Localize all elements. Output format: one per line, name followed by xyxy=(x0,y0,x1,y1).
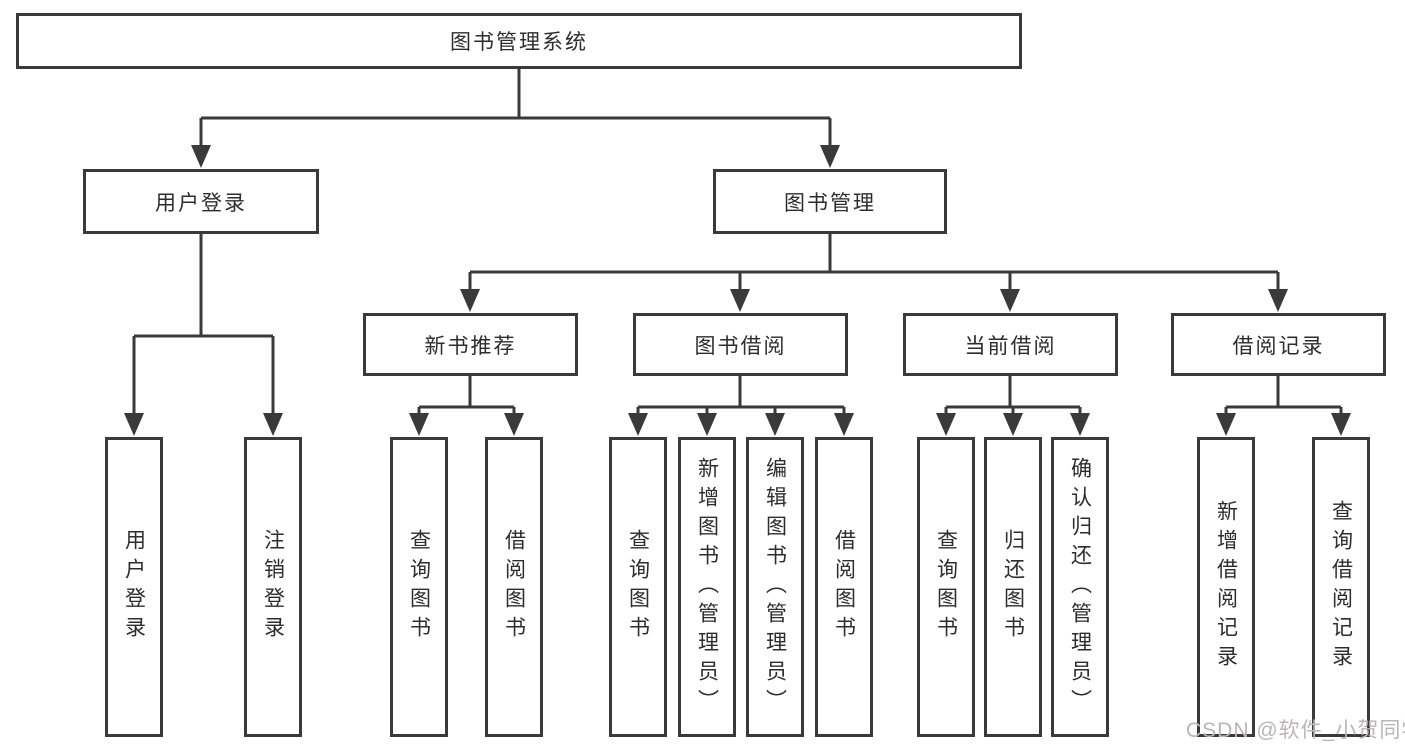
node-label: 查询借阅记录 xyxy=(1329,500,1353,674)
node-label: 新增借阅记录 xyxy=(1214,500,1238,674)
node-logout-leaf: 注销登录 xyxy=(244,437,302,737)
node-query-books-recommend: 查询图书 xyxy=(390,437,448,737)
node-library-management-system: 图书管理系统 xyxy=(16,13,1022,69)
node-add-books-admin: 新增图书（管理员） xyxy=(678,437,736,737)
node-label: 确认归还（管理员） xyxy=(1068,456,1092,718)
node-label: 新增图书（管理员） xyxy=(695,456,719,718)
node-label: 查询图书 xyxy=(626,529,650,645)
node-add-borrow-record: 新增借阅记录 xyxy=(1197,437,1255,737)
node-label: 借阅图书 xyxy=(832,529,856,645)
node-query-books-borrowing: 查询图书 xyxy=(609,437,667,737)
node-borrowing-records: 借阅记录 xyxy=(1171,313,1386,376)
node-label: 编辑图书（管理员） xyxy=(763,456,787,718)
node-book-borrowing: 图书借阅 xyxy=(633,313,848,376)
node-query-borrow-record: 查询借阅记录 xyxy=(1312,437,1370,737)
node-borrow-books-recommend: 借阅图书 xyxy=(485,437,543,737)
node-label: 注销登录 xyxy=(261,529,285,645)
node-label: 归还图书 xyxy=(1001,529,1025,645)
node-edit-books-admin: 编辑图书（管理员） xyxy=(746,437,804,737)
node-confirm-return-admin: 确认归还（管理员） xyxy=(1051,437,1109,737)
csdn-watermark: CSDN @软件_小贺同学 xyxy=(1186,719,1405,742)
node-book-management: 图书管理 xyxy=(713,169,947,234)
node-user-login: 用户登录 xyxy=(83,169,319,234)
node-label: 查询图书 xyxy=(407,529,431,645)
node-borrow-books-borrowing: 借阅图书 xyxy=(815,437,873,737)
node-label: 借阅图书 xyxy=(502,529,526,645)
node-query-books-current: 查询图书 xyxy=(917,437,975,737)
node-label: 查询图书 xyxy=(934,529,958,645)
node-user-login-leaf: 用户登录 xyxy=(105,437,163,737)
node-label: 用户登录 xyxy=(122,529,146,645)
node-current-borrowing: 当前借阅 xyxy=(903,313,1118,376)
node-return-books: 归还图书 xyxy=(984,437,1042,737)
node-new-book-recommend: 新书推荐 xyxy=(363,313,578,376)
